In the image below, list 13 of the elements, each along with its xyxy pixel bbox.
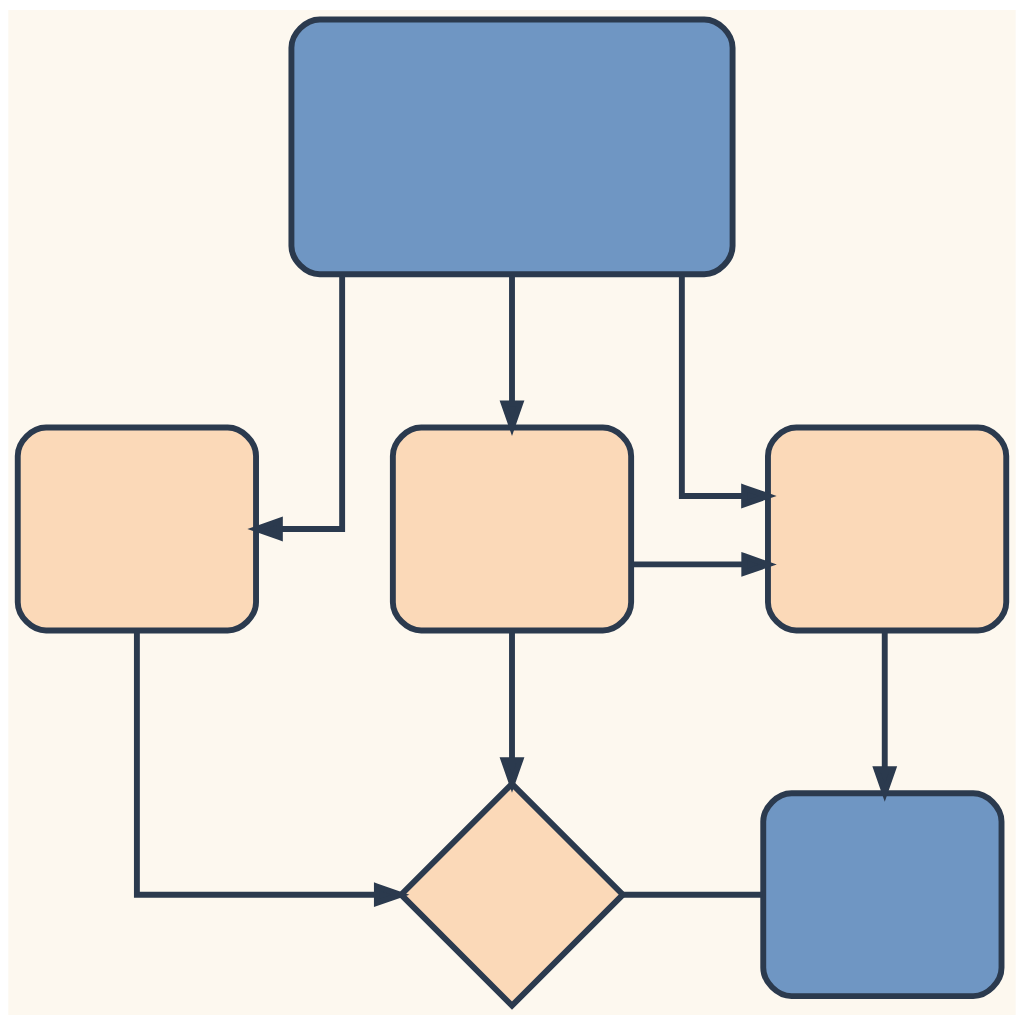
arrow [133, 630, 410, 907]
node-box [765, 424, 1010, 633]
arrow [499, 630, 525, 793]
node-box [14, 424, 259, 633]
node-box [288, 16, 736, 277]
arrow [872, 630, 898, 802]
node-box [760, 789, 1005, 999]
node-box [389, 424, 635, 633]
arrow [499, 274, 525, 436]
arrow [247, 274, 346, 541]
arrow [678, 274, 777, 508]
connector [623, 891, 763, 898]
arrow [631, 551, 777, 577]
